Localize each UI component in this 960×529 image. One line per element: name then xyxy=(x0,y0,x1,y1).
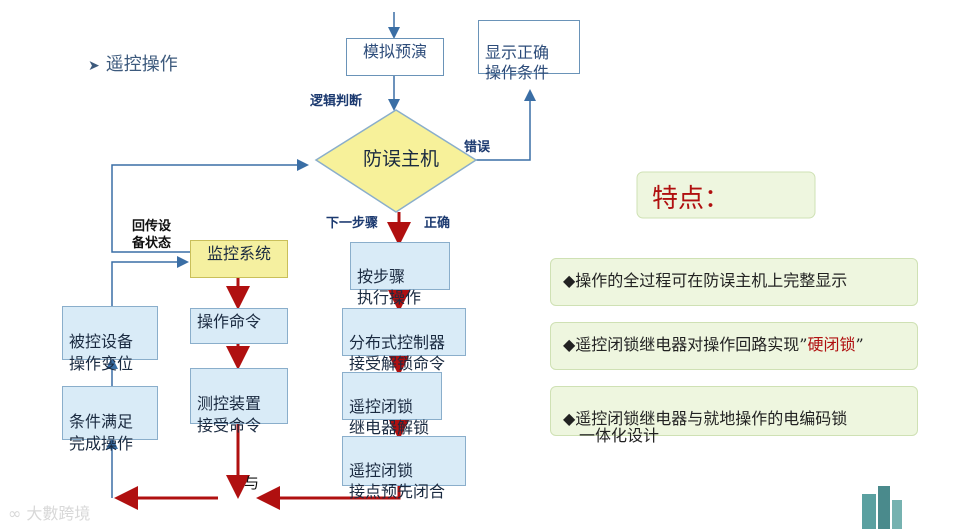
label-next-step: 下一步骤 xyxy=(326,216,379,231)
node-cond-met: 条件满足 完成操作 xyxy=(62,386,158,453)
feature-item-2: ◆遥控闭锁继电器对操作回路实现”硬闭锁” xyxy=(550,322,918,370)
section-title: ➤遥控操作 xyxy=(88,54,178,75)
label-return-state: 回传设 备状态 xyxy=(132,219,172,251)
section-marker: ➤ xyxy=(88,58,100,74)
label-error: 错误 xyxy=(464,140,491,155)
node-relay-unlock: 遥控闭锁 继电器解锁 xyxy=(342,372,442,437)
highlight-hard-lock: 硬闭锁 xyxy=(807,335,856,354)
label-logic: 逻辑判断 xyxy=(310,94,363,109)
host-diamond xyxy=(314,109,478,213)
node-display-correct: 显示正确 操作条件 xyxy=(478,20,580,82)
node-simulate: 模拟预演 xyxy=(346,38,444,76)
label-correct: 正确 xyxy=(424,216,451,231)
node-contact-close: 遥控闭锁 接点预先闭合 xyxy=(342,436,466,501)
label-and: 与 xyxy=(244,474,260,492)
node-operate-cmd: 操作命令 xyxy=(190,308,288,344)
watermark-icon: ∞ xyxy=(8,504,27,523)
node-monitor: 监控系统 xyxy=(190,240,288,278)
features-title: 特点： xyxy=(652,184,731,214)
node-host: 防误主机 xyxy=(362,148,439,170)
node-dist-ctrl: 分布式控制器 接受解锁命令 xyxy=(342,308,466,373)
node-step-exec: 按步骤 执行操作 xyxy=(350,242,450,307)
node-measure-recv: 测控装置 接受命令 xyxy=(190,368,288,435)
watermark: ∞ 大數跨境 xyxy=(8,504,91,523)
feature-item-3: ◆遥控闭锁继电器与就地操作的电编码锁 一体化设计 xyxy=(550,386,918,444)
feature-item-1: ◆操作的全过程可在防误主机上完整显示 xyxy=(550,258,918,306)
node-device-change: 被控设备 操作变位 xyxy=(62,306,158,373)
